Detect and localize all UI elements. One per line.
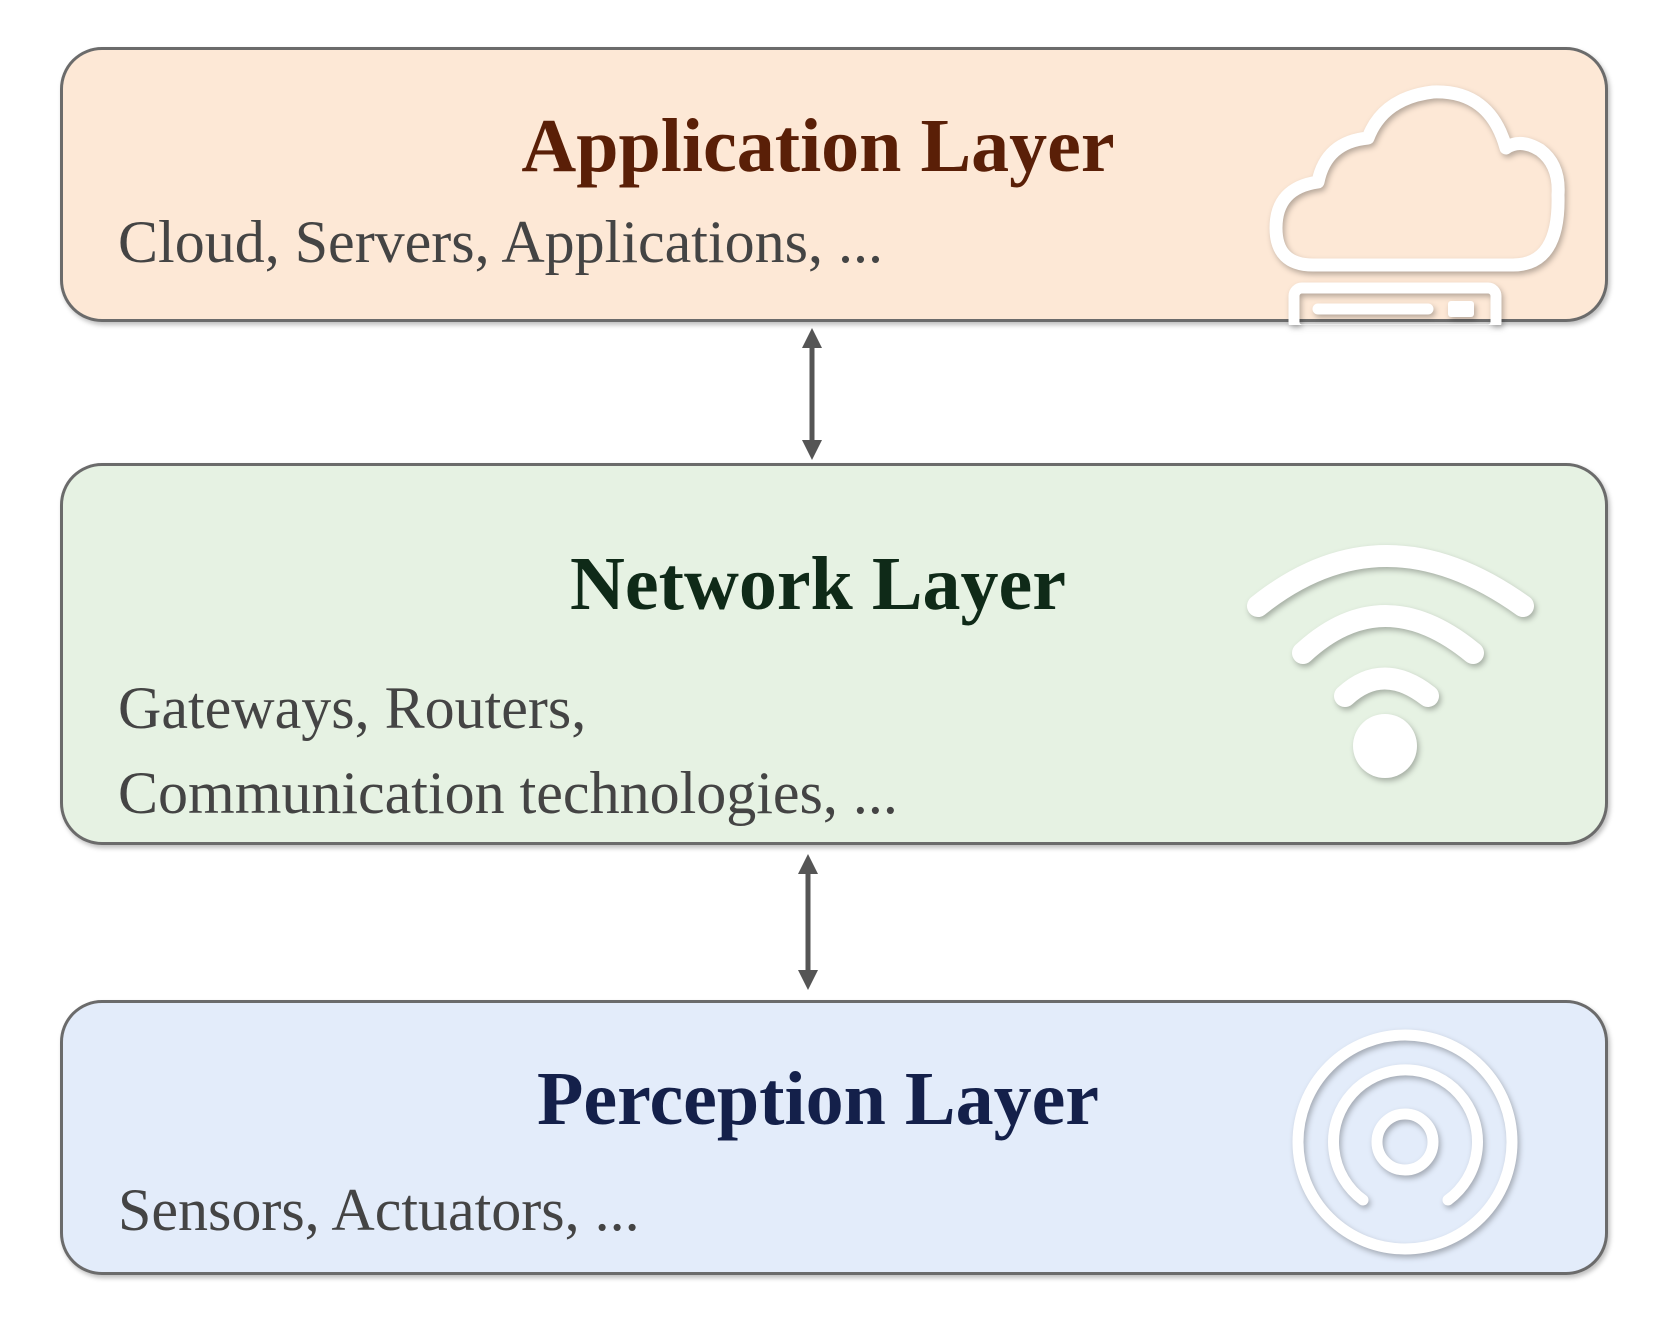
network-layer-description-line-1: Gateways, Routers, [118, 675, 587, 741]
application-layer-title: Application Layer [521, 104, 1115, 188]
sensor-icon [1292, 1029, 1518, 1255]
cloud-server-icon [1269, 85, 1565, 325]
perception-layer-box: Perception Layer Sensors, Actuators, ... [60, 1000, 1608, 1275]
network-layer-box: Network Layer Gateways, Routers, Communi… [60, 463, 1608, 845]
application-layer-box: Application Layer Cloud, Servers, Applic… [60, 47, 1608, 325]
application-layer-description-line: Cloud, Servers, Applications, ... [118, 209, 883, 275]
perception-layer-description: Sensors, Actuators, ... [118, 1168, 640, 1253]
network-layer-description: Gateways, Routers, Communication technol… [118, 666, 898, 836]
wifi-icon [1247, 545, 1534, 778]
bidirectional-arrow-app-network [802, 328, 822, 460]
network-layer-description-line-2: Communication technologies, ... [118, 760, 898, 826]
network-layer-title: Network Layer [570, 542, 1066, 626]
bidirectional-arrow-network-perception [798, 854, 818, 990]
perception-layer-title: Perception Layer [536, 1057, 1100, 1141]
application-layer-description: Cloud, Servers, Applications, ... [118, 200, 883, 285]
perception-layer-description-line: Sensors, Actuators, ... [118, 1177, 640, 1243]
